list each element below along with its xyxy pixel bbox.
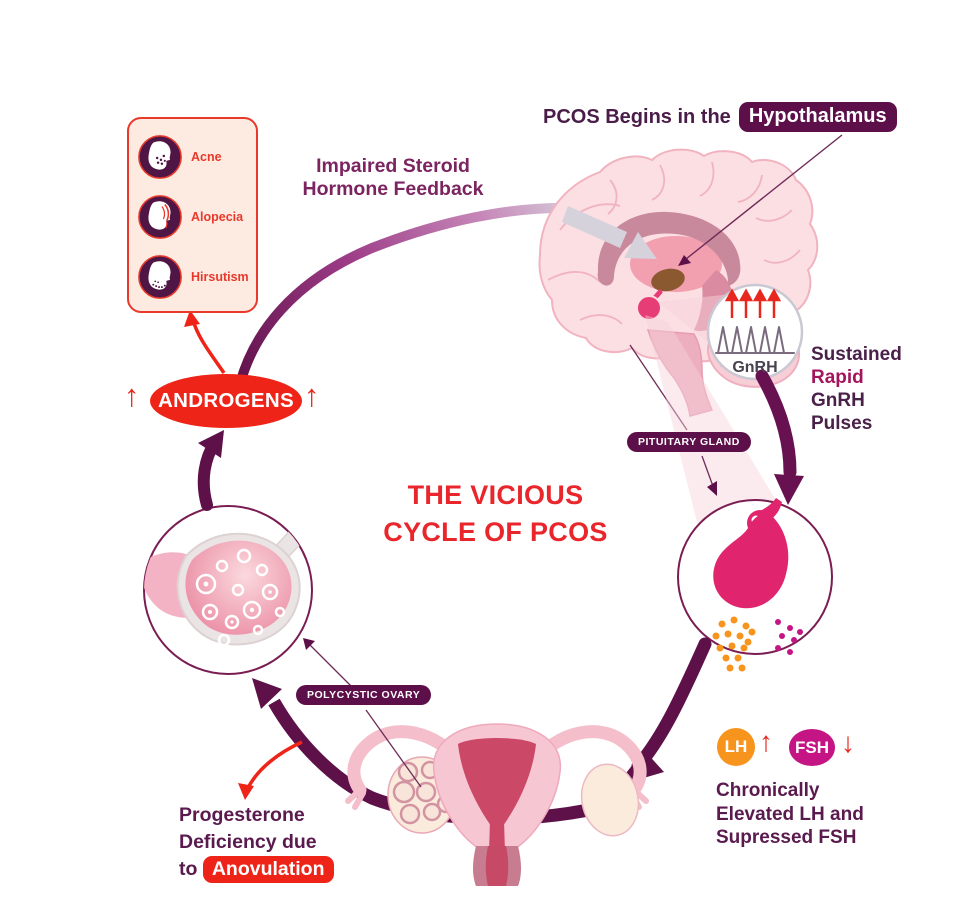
feedback-gray-arrow [562, 206, 657, 259]
symptoms-box: Acne Alopecia Hirsutism [127, 117, 258, 313]
hypothalamus-shape [651, 268, 685, 292]
feedback-caption: Impaired Steroid Hormone Feedback [288, 155, 498, 201]
polycystic-ovary-badge: POLYCYSTIC OVARY [296, 685, 432, 705]
hypothalamus-badge: Hypothalamus [738, 102, 897, 132]
androgens-up-arrow-right-icon: ↑ [304, 378, 320, 413]
symptoms-red-arrow [184, 310, 226, 374]
anovulation-red-arrow [238, 740, 303, 800]
pituitary-in-brain-shape [636, 295, 662, 321]
lh-fsh-caption: Chronically Elevated LH and Supressed FS… [716, 779, 864, 850]
symptom-label: Hirsutism [191, 270, 249, 284]
ovary-follicles [195, 548, 286, 647]
beam-to-pituitary [645, 315, 805, 548]
androgens-badge: ANDROGENS [150, 374, 302, 428]
alopecia-face-icon [138, 195, 182, 239]
feedback-arc [231, 202, 579, 407]
progesterone-line3: to Anovulation [179, 856, 334, 883]
center-title-line2: CYCLE OF PCOS [383, 517, 608, 547]
polycystic-pointer-upper [303, 638, 353, 688]
pituitary-pointer-upper [629, 344, 688, 431]
symptom-row-hirsutism: Hirsutism [137, 247, 256, 307]
center-title: THE VICIOUS CYCLE OF PCOS [368, 477, 623, 551]
symptom-row-acne: Acne [137, 127, 256, 187]
gnrh-caption-line1: Sustained [811, 344, 902, 365]
feedback-caption-line1: Impaired Steroid [316, 155, 470, 177]
symptom-label: Acne [191, 150, 222, 164]
anovulation-badge: Anovulation [202, 856, 334, 883]
hirsutism-face-icon [138, 255, 182, 299]
ovary-circle [143, 505, 313, 675]
hypothalamus-pointer [678, 134, 843, 266]
header-text: PCOS Begins in the [543, 105, 731, 128]
fsh-down-arrow-icon: ↓ [841, 727, 855, 758]
pituitary-gland-badge: PITUITARY GLAND [627, 432, 751, 452]
acne-face-icon [138, 135, 182, 179]
lh-fsh-caption-line1: Chronically [716, 780, 820, 801]
lh-fsh-caption-line2: Elevated LH and [716, 803, 864, 825]
gnrh-caption-line4: Pulses [811, 413, 873, 434]
symptom-row-alopecia: Alopecia [137, 187, 256, 247]
gnrh-circle-label: GnRH [732, 359, 778, 376]
gnrh-caption: Sustained Rapid GnRH Pulses [811, 343, 902, 435]
progesterone-line1: Progesterone [179, 804, 305, 826]
gnrh-pulse-circle [706, 283, 804, 381]
gnrh-caption-line3: GnRH [811, 390, 865, 411]
feedback-caption-line2: Hormone Feedback [302, 178, 484, 200]
lh-badge: LH [717, 728, 755, 766]
fsh-dots [775, 619, 803, 655]
androgens-up-arrow-left-icon: ↑ [124, 378, 140, 413]
progesterone-line3-prefix: to [179, 858, 198, 880]
pulse-up-arrows [724, 288, 782, 318]
gnrh-caption-line2: Rapid [811, 367, 864, 388]
center-title-line1: THE VICIOUS [407, 480, 584, 510]
lh-dots [712, 616, 756, 672]
fsh-badge: FSH [789, 729, 835, 766]
pituitary-pointer-lower [701, 455, 717, 496]
right-ovary [580, 763, 640, 837]
arc-pituitary-to-uterus [616, 637, 712, 786]
symptom-label: Alopecia [191, 210, 244, 224]
lh-fsh-caption-line3: Supressed FSH [716, 827, 857, 848]
uterus-illustration [345, 723, 649, 886]
arc-gnrh-to-pituitary [755, 369, 804, 505]
progesterone-line2: Deficiency due [179, 831, 317, 853]
progesterone-caption: Progesterone Deficiency due to Anovulati… [179, 802, 334, 883]
arc-ovary-to-androgens [197, 430, 224, 511]
header: PCOS Begins in the Hypothalamus [543, 102, 897, 132]
pituitary-circle [677, 498, 833, 672]
polycystic-pointer-lower [365, 709, 422, 788]
lh-up-arrow-icon: ↑ [759, 726, 773, 757]
